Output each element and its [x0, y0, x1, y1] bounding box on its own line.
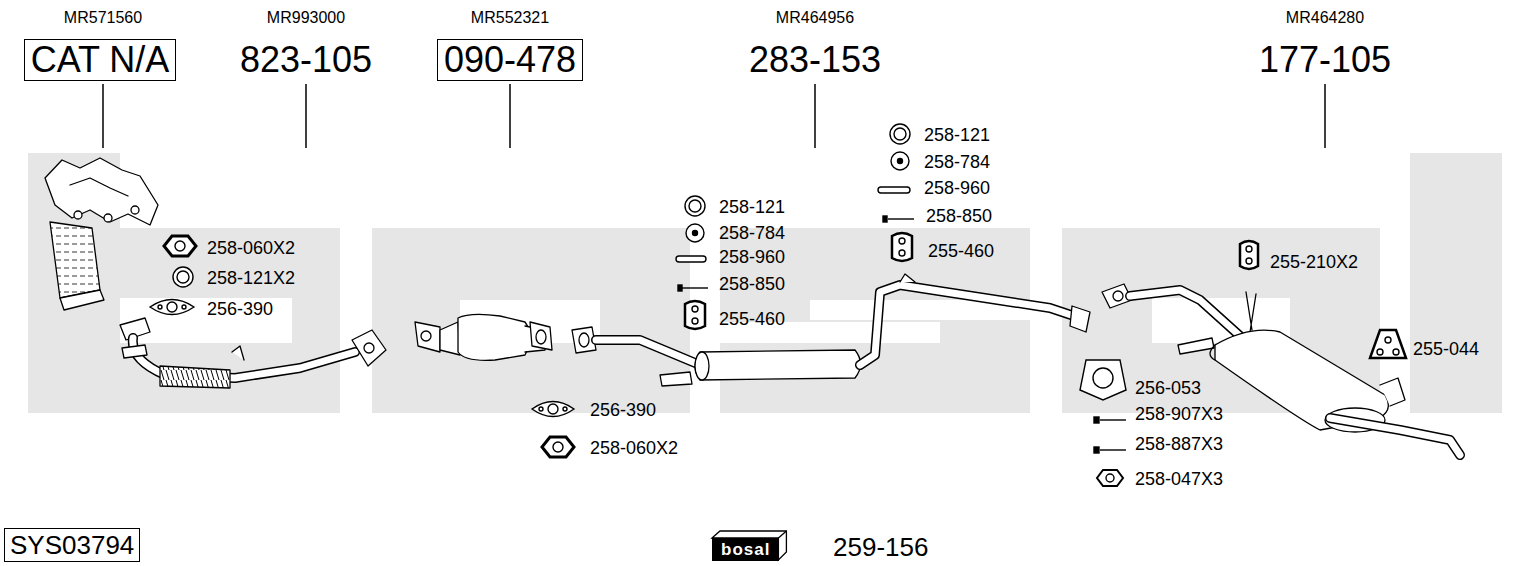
brand-name: bosal	[721, 541, 770, 558]
brand-logo: bosal	[712, 538, 779, 561]
oem-number: MR993000	[267, 10, 345, 26]
fitting-number: 258-907X3	[1135, 405, 1223, 423]
part-number: 090-478	[444, 42, 576, 78]
fitting-number: 256-390	[590, 401, 656, 419]
fitting-number: 258-121X2	[207, 269, 295, 287]
oem-number: MR552321	[471, 10, 549, 26]
fitting-number: 258-047X3	[1135, 470, 1223, 488]
oem-number: MR464956	[776, 10, 854, 26]
part-number: CAT N/A	[31, 42, 170, 78]
hardware-icons	[150, 124, 1406, 486]
fitting-number: 256-053	[1135, 379, 1201, 397]
part-number: 283-153	[749, 42, 881, 78]
fitting-number: 258-784	[719, 224, 785, 242]
part-number-box: 090-478	[437, 39, 583, 81]
fitting-number: 258-060X2	[590, 439, 678, 457]
fitting-number: 258-887X3	[1135, 435, 1223, 453]
fitting-number: 258-850	[719, 275, 785, 293]
fitting-number: 258-850	[926, 207, 992, 225]
part-number: 823-105	[240, 42, 372, 78]
logo-face	[712, 531, 786, 560]
fitting-number: 258-960	[719, 248, 785, 266]
part-number: 177-105	[1259, 42, 1391, 78]
parts	[45, 158, 1460, 455]
fitting-number: 255-044	[1413, 340, 1479, 358]
part-number-box: CAT N/A	[24, 39, 177, 81]
fitting-number: 258-121	[924, 126, 990, 144]
logo-edge	[778, 531, 786, 538]
oem-number: MR464280	[1286, 10, 1364, 26]
fitting-number: 258-121	[719, 198, 785, 216]
part-number-box: SYS03794	[4, 528, 140, 562]
leader-lines	[103, 84, 1325, 148]
kit-number: 259-156	[833, 534, 928, 560]
fitting-number: 255-210X2	[1270, 253, 1358, 271]
fitting-number: 258-060X2	[207, 239, 295, 257]
part-number: SYS03794	[10, 532, 134, 558]
fitting-number: 255-460	[928, 242, 994, 260]
fitting-number: 255-460	[719, 310, 785, 328]
fitting-number: 258-960	[924, 179, 990, 197]
oem-number: MR571560	[64, 10, 142, 26]
fitting-number: 256-390	[207, 300, 273, 318]
fitting-number: 258-784	[924, 153, 990, 171]
